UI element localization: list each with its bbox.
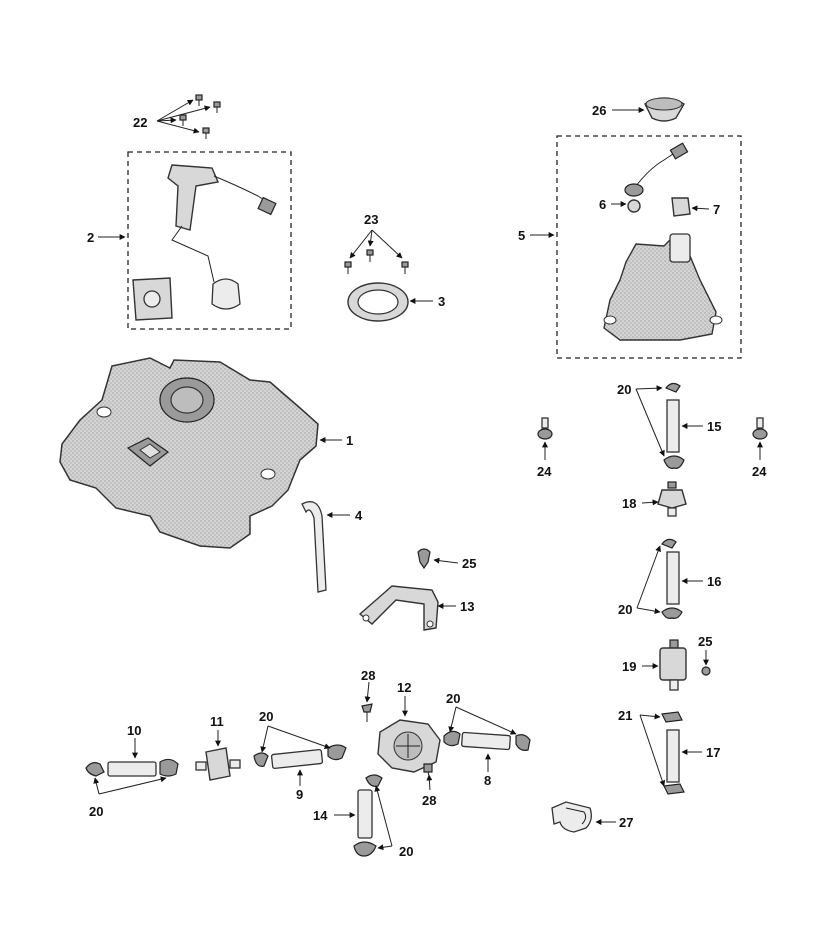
- part-18-fuel-filter: 18: [622, 481, 687, 517]
- part-19-fuel-pump: 19: [622, 639, 687, 691]
- callout-14: 14: [313, 808, 328, 823]
- part-4-hose: 4: [301, 501, 363, 593]
- part-2-fuel-level-sender: 2: [87, 151, 292, 330]
- callout-2: 2: [87, 230, 94, 245]
- callout-20-right-middle: 20: [618, 602, 632, 617]
- part-13-bracket: 13: [358, 585, 474, 631]
- part-26-cap: 26: [592, 97, 685, 122]
- callout-25-lower: 25: [698, 634, 712, 649]
- callout-8: 8: [484, 773, 491, 788]
- part-9-hose: 20 9: [253, 709, 347, 802]
- callout-28-lower: 28: [422, 793, 436, 808]
- callout-9: 9: [296, 787, 303, 802]
- callout-24-left: 24: [537, 464, 552, 479]
- callout-4: 4: [355, 508, 363, 523]
- part-28-screw-lower: 28: [422, 763, 436, 808]
- callout-12: 12: [397, 680, 411, 695]
- callout-10: 10: [127, 723, 141, 738]
- part-24-valve-left: 24: [537, 417, 553, 479]
- callout-20-bottom: 20: [399, 844, 413, 859]
- callout-20-left: 20: [89, 804, 103, 819]
- callout-11: 11: [210, 714, 224, 729]
- part-28-screw-upper: 28: [361, 668, 375, 722]
- callout-20-center-right: 20: [446, 691, 460, 706]
- part-16-hose: 20 16: [618, 538, 721, 619]
- part-15-hose: 20 15: [617, 382, 721, 469]
- part-1-fuel-tank: 1: [59, 357, 353, 549]
- callout-13: 13: [460, 599, 474, 614]
- part-5-fuel-pump-module: 5 6 7: [518, 135, 742, 359]
- part-14-hose: 14 20: [313, 774, 413, 859]
- part-25-grommet-upper: 25: [417, 548, 476, 571]
- callout-28-upper: 28: [361, 668, 375, 683]
- callout-22: 22: [133, 115, 147, 130]
- part-10-hose: 10 20: [85, 723, 179, 819]
- callout-17: 17: [706, 745, 720, 760]
- callout-7: 7: [713, 202, 720, 217]
- callout-5: 5: [518, 228, 525, 243]
- callout-3: 3: [438, 294, 445, 309]
- callout-16: 16: [707, 574, 721, 589]
- callout-24-right: 24: [752, 464, 767, 479]
- part-12-vacuum-pump: 12: [377, 680, 441, 773]
- callout-26: 26: [592, 103, 606, 118]
- callout-23: 23: [364, 212, 378, 227]
- callout-1: 1: [346, 433, 353, 448]
- part-17-hose: 21 17: [618, 708, 720, 795]
- part-8-hose: 20 8: [443, 691, 531, 788]
- callout-18: 18: [622, 496, 636, 511]
- part-23-screws: 23: [344, 212, 409, 274]
- callout-21: 21: [618, 708, 632, 723]
- callout-19: 19: [622, 659, 636, 674]
- part-22-screws: 22: [133, 94, 221, 139]
- callout-15: 15: [707, 419, 721, 434]
- callout-20-right-upper: 20: [617, 382, 631, 397]
- part-3-tank-ring: 3: [347, 282, 445, 322]
- part-27-hose-clip: 27: [551, 801, 633, 833]
- callout-20-center-left: 20: [259, 709, 273, 724]
- callout-25-upper: 25: [462, 556, 476, 571]
- callout-27: 27: [619, 815, 633, 830]
- part-25-grommet-lower: 25: [698, 634, 712, 676]
- callout-6: 6: [599, 197, 606, 212]
- part-11-inline-filter: 11: [195, 714, 241, 781]
- part-24-valve-right: 24: [752, 417, 768, 479]
